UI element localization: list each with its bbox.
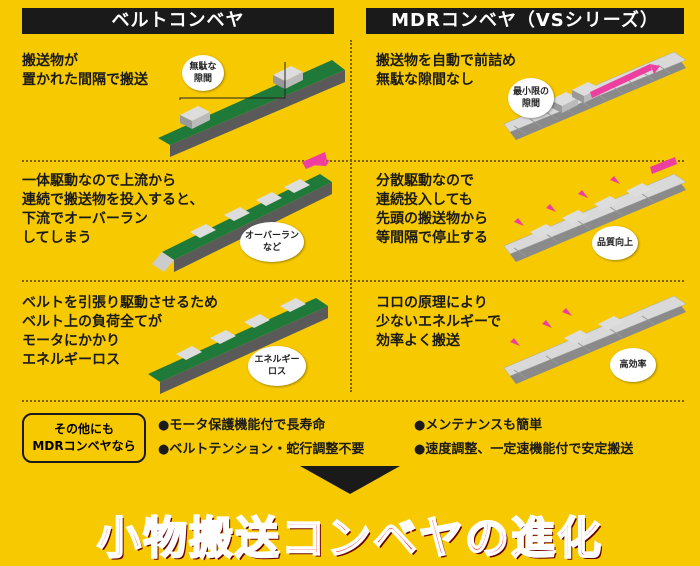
mdr-conveyor-illustration-3 [503, 295, 687, 384]
row-divider-2 [22, 280, 684, 282]
row-divider-3 [22, 400, 684, 402]
feature-3: ●ベルトテンション・蛇行調整不要 [158, 442, 365, 457]
belt-row1-text: 搬送物が 置かれた間隔で搬送 [22, 53, 148, 88]
mdr-row3-text: コロの原理により 少ないエネルギーで 効率よく搬送 [376, 295, 502, 349]
belt-conveyor-illustration-2 [152, 152, 332, 272]
mdr-row2-tag: 品質向上 [592, 226, 638, 260]
column-divider [350, 40, 352, 392]
mdr-row1-text: 搬送物を自動で前詰め 無駄な隙間なし [376, 53, 516, 88]
down-arrow-icon [300, 466, 400, 494]
belt-conveyor-illustration-1 [158, 60, 345, 157]
feature-4: ●速度調整、一定速機能付で安定搬送 [414, 442, 634, 457]
feature-1: ●モータ保護機能付で長寿命 [158, 418, 326, 433]
belt-conveyor-illustration-3 [148, 298, 328, 394]
belt-row3-bubble: エネルギー ロス [248, 346, 306, 386]
belt-row1-bubble: 無駄な 隙間 [182, 55, 224, 91]
mdr-row2-text: 分散駆動なので 連続投入しても 先頭の搬送物から 等間隔で停止する [376, 173, 488, 246]
mdr-row3-tag: 高効率 [610, 348, 656, 382]
feature-2: ●メンテナンスも簡単 [414, 418, 543, 433]
row-divider-1 [22, 160, 684, 162]
evolution-banner: 小物搬送コンベヤの進化 [96, 512, 603, 565]
belt-row2-bubble: オーバーラン など [240, 222, 304, 262]
mdr-row1-bubble: 最小限の 隙間 [508, 78, 554, 118]
belt-conveyor-header: ベルトコンベヤ [22, 8, 334, 34]
mdr-conveyor-illustration-2 [503, 157, 687, 262]
belt-row2-text: 一体駆動なので上流から 連続で搬送物を投入すると、 下流でオーバーラン してしま… [22, 173, 204, 246]
belt-row3-text: ベルトを引張り駆動させるため ベルト上の負荷全てが モータにかかり エネルギーロ… [22, 295, 218, 368]
other-benefits-box: その他にも MDRコンベヤなら [22, 413, 146, 463]
mdr-conveyor-header: MDRコンベヤ（VSシリーズ） [366, 8, 684, 34]
